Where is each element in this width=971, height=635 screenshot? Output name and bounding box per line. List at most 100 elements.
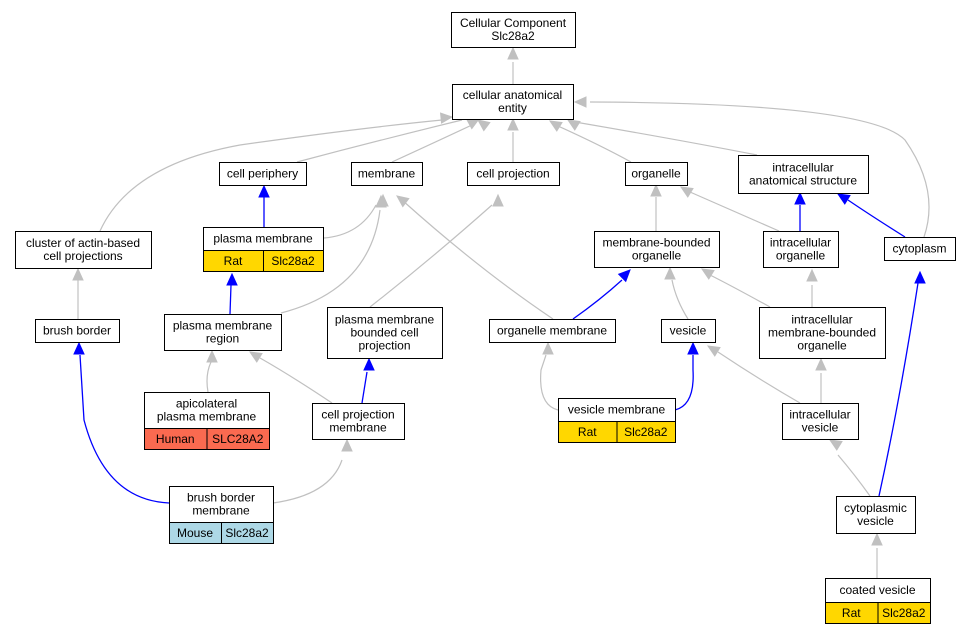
- node-label: cytoplasmic: [844, 501, 907, 515]
- edge-line: [272, 459, 343, 504]
- node-label: plasma membrane: [335, 313, 435, 327]
- gene-cell: [877, 602, 931, 624]
- edge-arrowhead: [700, 268, 715, 280]
- node-box: [836, 496, 916, 534]
- edge-arrowhead: [679, 186, 694, 198]
- edge-arrowhead: [341, 438, 353, 452]
- edge-line: [878, 282, 919, 497]
- edge-arrowhead: [375, 194, 387, 208]
- gene-label: SLC28A2: [212, 432, 264, 446]
- edge-arrowhead: [72, 267, 84, 281]
- node-periphery[interactable]: cell periphery: [219, 162, 307, 186]
- node-label: vesicle: [670, 324, 707, 338]
- edge-line: [401, 199, 554, 320]
- edge-line: [323, 204, 377, 239]
- edge-arrowhead: [492, 193, 504, 207]
- edge-arrowhead: [617, 269, 631, 283]
- node-box: [451, 12, 576, 48]
- edge-line: [259, 357, 333, 404]
- species-label: Rat: [578, 425, 597, 439]
- edge-arrowhead: [542, 341, 554, 355]
- node-box: [625, 162, 688, 186]
- node-label: Slc28a2: [491, 29, 535, 43]
- edge-arrowhead: [363, 357, 375, 371]
- node-label: intracellular: [770, 236, 831, 250]
- node-label: vesicle: [802, 421, 839, 435]
- node-brush[interactable]: brush border: [35, 319, 120, 343]
- node-projection[interactable]: cell projection: [467, 162, 560, 186]
- node-label: intracellular: [789, 408, 850, 422]
- node-box: [164, 314, 282, 351]
- node-label: organelle: [631, 167, 681, 181]
- graph-edges: [72, 46, 930, 578]
- edge-line: [391, 123, 475, 163]
- node-box: [35, 319, 120, 343]
- node-box: [452, 84, 574, 120]
- gene-label: Slc28a2: [225, 526, 269, 540]
- edge-line: [674, 355, 694, 411]
- species-label: Rat: [224, 254, 243, 268]
- gene-cell: [221, 522, 274, 544]
- edge-arrowhead: [573, 96, 587, 108]
- gene-label: Slc28a2: [271, 254, 315, 268]
- node-label: plasma membrane: [157, 410, 257, 424]
- node-label: organelle: [776, 249, 826, 263]
- node-label: membrane-bounded: [602, 236, 710, 250]
- node-box: [467, 162, 560, 186]
- edge-line: [589, 101, 930, 238]
- edge-arrowhead: [248, 351, 263, 363]
- edge-arrowhead: [477, 119, 491, 132]
- node-vesicle[interactable]: vesicle: [661, 319, 716, 343]
- node-label: brush border: [187, 491, 255, 505]
- edge-line: [837, 454, 871, 497]
- node-label: cell projection: [476, 167, 549, 181]
- edge-arrowhead: [439, 112, 454, 124]
- species-label: Mouse: [177, 526, 213, 540]
- node-organelle[interactable]: organelle: [625, 162, 688, 186]
- edge-arrowhead: [794, 191, 806, 205]
- edge-line: [574, 121, 758, 156]
- node-membrane[interactable]: membrane: [351, 162, 423, 186]
- node-box: [144, 392, 270, 429]
- node-label: cell periphery: [227, 167, 298, 181]
- edge-line: [79, 354, 170, 504]
- node-label: organelle membrane: [497, 324, 607, 338]
- node-label: plasma membrane: [213, 232, 313, 246]
- species-label: Rat: [842, 606, 861, 620]
- edge-line: [847, 199, 906, 238]
- node-box: [759, 307, 886, 359]
- edge-arrowhead: [396, 195, 410, 208]
- node-label: intracellular: [772, 161, 833, 175]
- node-cytoplasm[interactable]: cytoplasm: [884, 237, 956, 261]
- edge-line: [296, 119, 463, 163]
- edge-arrowhead: [548, 120, 563, 132]
- node-label: cellular anatomical: [463, 88, 562, 102]
- gene-label: Slc28a2: [624, 425, 668, 439]
- edge-arrowhead: [914, 270, 926, 284]
- node-om[interactable]: organelle membrane: [489, 319, 616, 343]
- node-label: vesicle: [857, 514, 894, 528]
- edge-arrowhead: [806, 268, 818, 282]
- node-label: membrane: [358, 167, 416, 181]
- node-box: [312, 403, 405, 440]
- edge-line: [709, 274, 771, 308]
